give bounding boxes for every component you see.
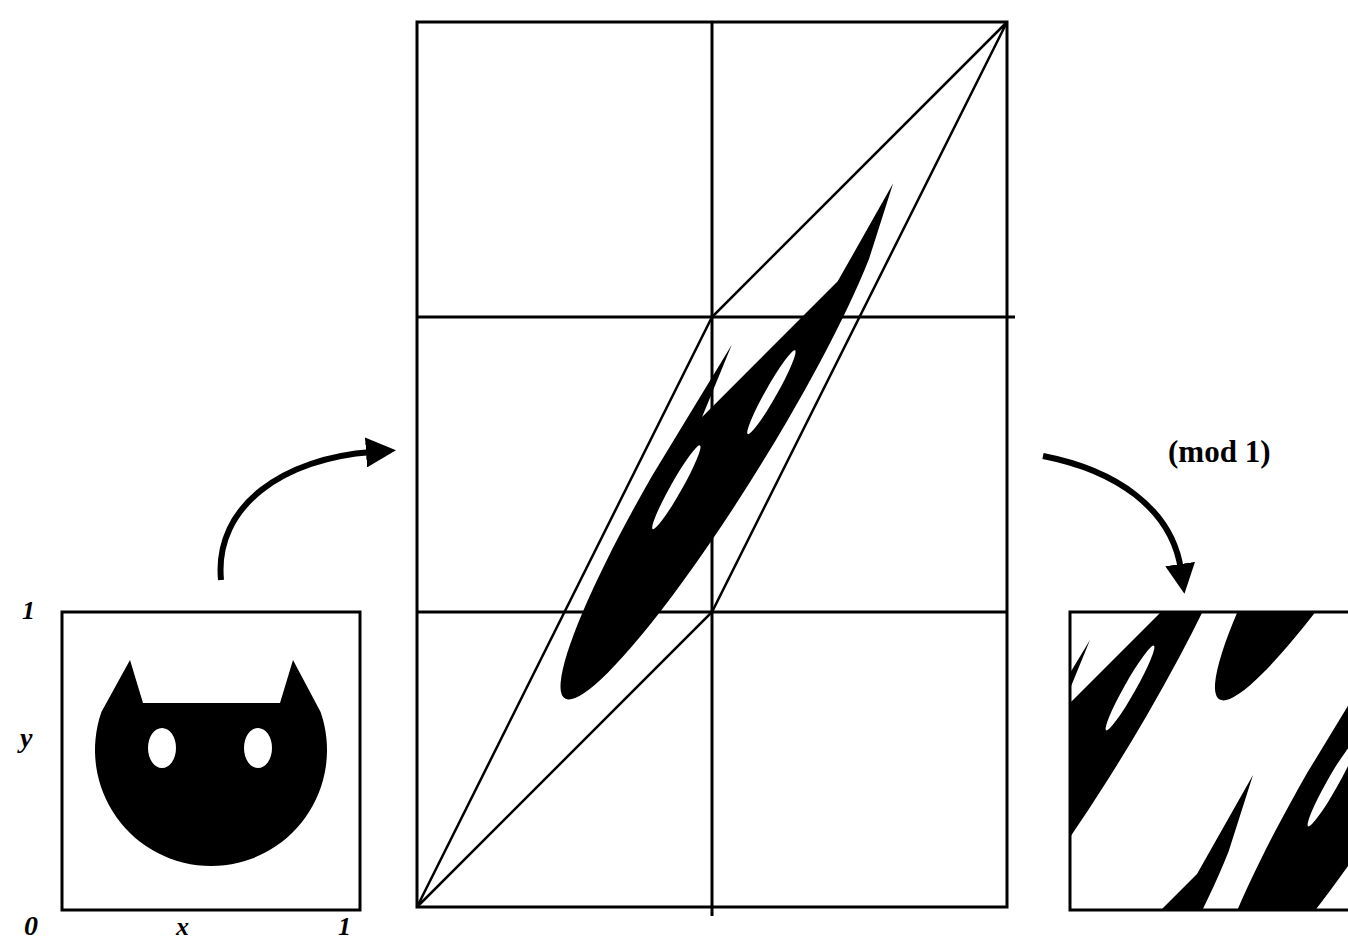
mod-arrow [1043,456,1181,570]
axis-name: y [20,724,32,752]
torus-square [1070,612,1348,910]
axis-tick: 1 [22,598,35,624]
original-cat [62,612,360,910]
axis-name: x [176,914,189,940]
axis-tick: 1 [338,914,351,940]
mod-label: (mod 1) [1168,436,1270,467]
image-parallelogram [417,22,1007,907]
stretched-cat [493,150,927,788]
map-arrow [221,452,372,580]
wrapped-cat [1070,612,1348,910]
axis-origin: 0 [24,912,38,940]
unit-grid [417,22,1015,916]
